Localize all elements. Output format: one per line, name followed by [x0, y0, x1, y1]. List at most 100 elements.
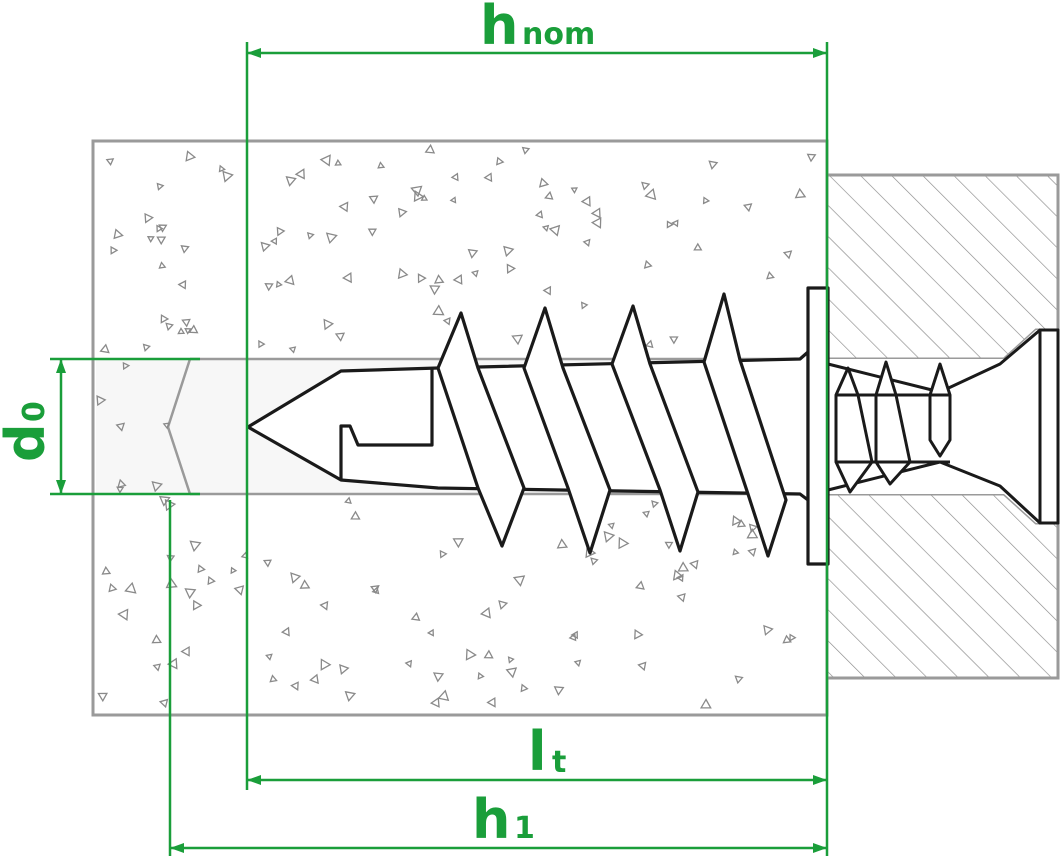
concrete-speck — [158, 261, 167, 269]
concrete-speck — [294, 168, 305, 180]
concrete-speck — [429, 285, 441, 296]
concrete-speck — [766, 271, 775, 280]
concrete-speck — [397, 267, 409, 280]
concrete-speck — [634, 580, 645, 590]
concrete-speck — [299, 579, 311, 589]
concrete-speck — [338, 201, 349, 213]
concrete-speck — [177, 327, 186, 335]
concrete-speck — [165, 322, 174, 332]
concrete-speck — [368, 195, 379, 205]
concrete-speck — [732, 547, 740, 556]
concrete-speck — [641, 181, 651, 191]
concrete-speck — [184, 588, 197, 600]
concrete-speck — [742, 203, 753, 213]
label-d0: d 0 — [0, 401, 57, 462]
concrete-speck — [116, 486, 125, 494]
concrete-speck — [442, 316, 451, 326]
concrete-speck — [432, 672, 445, 683]
concrete-speck — [334, 332, 346, 342]
concrete-speck — [467, 248, 479, 259]
thread-flight-3 — [610, 304, 700, 553]
concrete-speck — [189, 540, 202, 553]
concrete-speck — [708, 160, 719, 170]
concrete-speck — [782, 634, 792, 644]
concrete-speck — [495, 156, 505, 166]
concrete-speck — [334, 158, 343, 166]
concrete-speck — [288, 346, 297, 354]
concrete-speck — [180, 245, 190, 254]
concrete-speck — [367, 228, 378, 237]
label-h1-sub: 1 — [514, 811, 535, 846]
concrete-speck — [113, 228, 124, 240]
concrete-speck — [675, 573, 684, 583]
concrete-speck — [424, 143, 436, 154]
concrete-speck — [188, 324, 199, 334]
concrete-speck — [144, 212, 154, 224]
concrete-speck — [498, 600, 509, 611]
concrete-speck — [350, 510, 361, 520]
concrete-speck — [142, 343, 151, 352]
concrete-speck — [590, 217, 602, 229]
concrete-speck — [651, 500, 660, 509]
concrete-speck — [643, 259, 653, 269]
concrete-speck — [117, 478, 127, 489]
concrete-speck — [520, 683, 529, 693]
concrete-speck — [747, 547, 757, 558]
concrete-speck — [512, 575, 526, 587]
concrete-speck — [452, 274, 463, 285]
concrete-speck — [410, 611, 421, 622]
label-hnom: h nom — [480, 0, 595, 57]
concrete-speck — [233, 585, 245, 596]
concrete-speck — [162, 422, 171, 430]
concrete-speck — [603, 530, 616, 544]
concrete-speck — [269, 237, 278, 246]
concrete-speck — [152, 663, 162, 672]
concrete-speck — [156, 224, 164, 233]
concrete-speck — [166, 657, 178, 670]
concrete-speck — [433, 274, 445, 284]
screw-head — [1038, 328, 1060, 525]
concrete-speck — [184, 328, 192, 335]
concrete-speck — [580, 195, 591, 207]
concrete-speck — [677, 561, 690, 572]
concrete-speck — [580, 301, 589, 310]
concrete-speck — [669, 336, 679, 345]
concrete-speck — [377, 161, 386, 169]
concrete-speck — [269, 674, 278, 683]
concrete-speck — [641, 510, 650, 519]
concrete-speck — [181, 318, 191, 328]
concrete-speck — [105, 158, 115, 166]
concrete-speck — [734, 675, 744, 685]
concrete-speck — [96, 395, 107, 407]
concrete-speck — [158, 698, 169, 709]
concrete-speck — [320, 658, 332, 671]
concrete-speck — [158, 495, 171, 507]
concrete-speck — [339, 664, 350, 676]
concrete-speck — [702, 196, 711, 205]
label-hnom-sub: nom — [522, 17, 595, 52]
concrete-speck — [794, 187, 807, 199]
concrete-speck — [521, 146, 531, 155]
concrete-speck — [397, 207, 408, 219]
thread-flight-1 — [436, 311, 526, 548]
concrete-speck — [290, 572, 302, 584]
concrete-speck — [806, 153, 817, 163]
concrete-speck — [280, 626, 290, 637]
concrete-speck — [124, 581, 137, 594]
concrete-speck — [97, 692, 109, 703]
concrete-speck — [483, 172, 493, 183]
concrete-speck — [420, 194, 429, 201]
label-hnom-main: h — [480, 0, 518, 57]
concrete-speck — [452, 538, 465, 549]
concrete-speck — [534, 209, 544, 219]
concrete-speck — [511, 334, 524, 346]
concrete-speck — [568, 632, 577, 642]
concrete-speck — [122, 361, 131, 371]
concrete-speck — [192, 599, 203, 611]
concrete-speck — [506, 263, 517, 274]
concrete-speck — [108, 582, 118, 593]
concrete-speck — [507, 656, 515, 664]
concrete-speck — [285, 176, 297, 187]
concrete-speck — [146, 236, 155, 243]
